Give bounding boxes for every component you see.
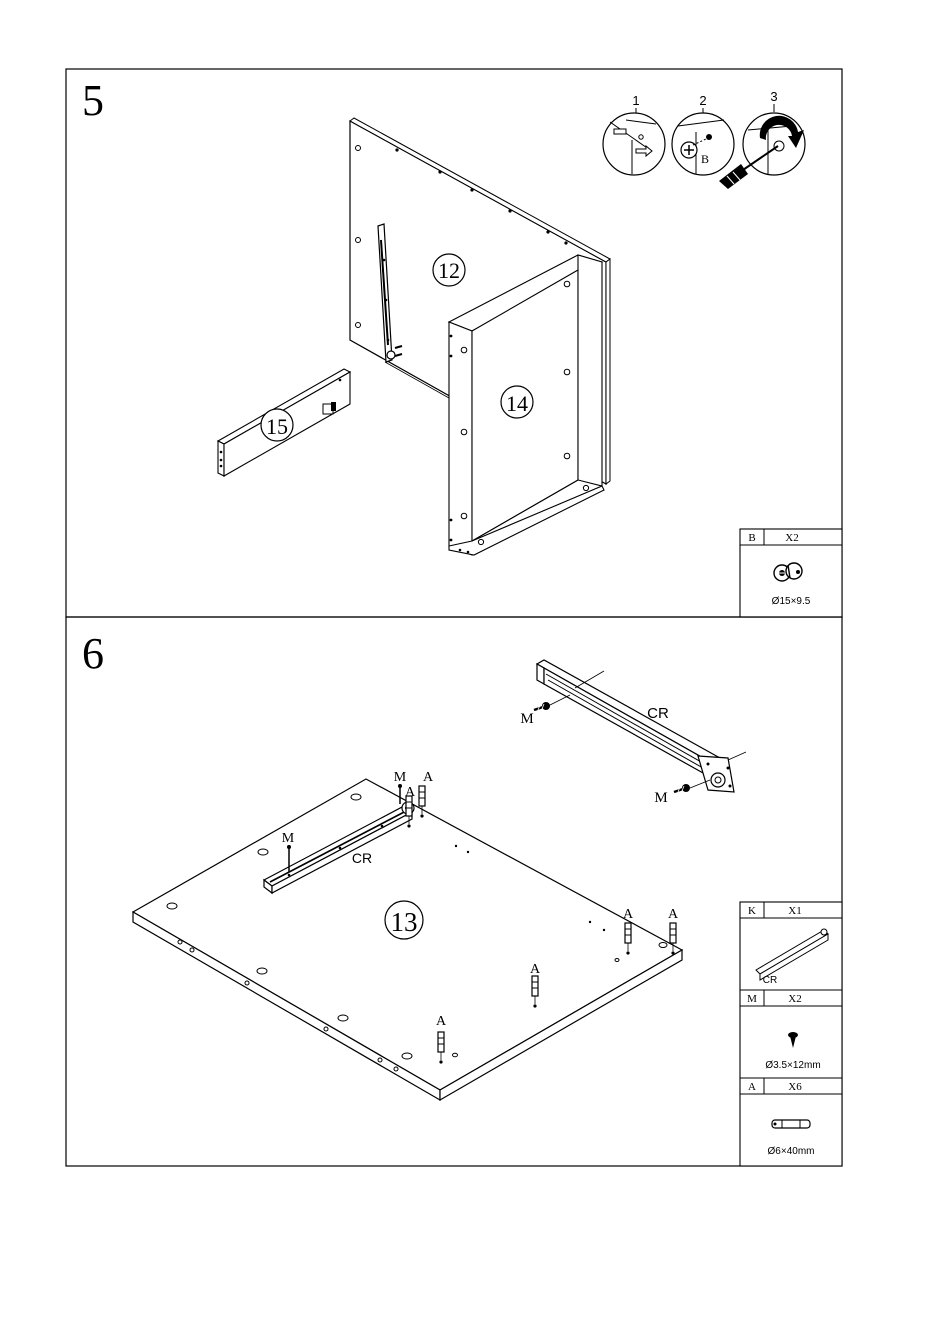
step5-panel: 5 12 [66, 69, 842, 617]
hardware-k-code: K [748, 905, 756, 917]
camlock-insert-icon [603, 113, 665, 175]
hardware-a-qty: X6 [788, 1081, 802, 1093]
sequence-step-3: 3 [770, 89, 777, 104]
screw-label-detail-left: M [520, 711, 533, 727]
screw-label-rail-left: M [282, 831, 295, 846]
dowel-label-rail-2: A [423, 770, 434, 785]
rail-label-detail: CR [647, 705, 669, 722]
screw-icon-detail-right [674, 784, 690, 792]
hardware-box-b: B X2 Ø15×9.5 [740, 529, 842, 617]
dowel-label-board-3: A [623, 907, 634, 922]
sequence-step-2: 2 [699, 93, 706, 108]
rail-label-board: CR [352, 850, 372, 866]
hardware-m-code: M [747, 993, 757, 1005]
camlock-cam-icon: B [672, 113, 734, 175]
step5-number: 5 [82, 76, 104, 125]
part-label-12: 12 [438, 258, 460, 283]
board-13 [133, 779, 682, 1100]
hardware-a-size: Ø6×40mm [768, 1146, 815, 1157]
part-label-15: 15 [266, 414, 288, 439]
hardware-b-size: Ø15×9.5 [772, 596, 811, 607]
hardware-m-qty: X2 [788, 993, 801, 1005]
camlock-sequence: 1 2 3 [603, 89, 805, 189]
cam-lock-fitting-icon [774, 563, 802, 581]
dowel-label-board-4: A [668, 907, 679, 922]
hardware-k-size: CR [763, 975, 777, 986]
hardware-a-code: A [748, 1081, 756, 1093]
dowel-label-board-2: A [530, 962, 541, 977]
hardware-m-size: Ø3.5×12mm [765, 1060, 820, 1071]
part-label-13: 13 [391, 907, 418, 937]
hardware-b-qty: X2 [785, 532, 798, 544]
screw-icon-detail-left [534, 702, 550, 710]
wooden-dowel-icon [772, 1120, 810, 1128]
dowel-label-board-1: A [436, 1014, 447, 1029]
hardware-legend: K X1 CR M X2 Ø3.5×12mm A X6 [740, 902, 842, 1166]
step6-panel: 6 13 [66, 617, 842, 1166]
hardware-b-code: B [748, 532, 755, 544]
sequence-letter-b: B [701, 152, 709, 166]
hardware-k-qty: X1 [788, 905, 801, 917]
rail-detail-cr [537, 660, 746, 792]
screw-label-rail-right: M [394, 770, 407, 785]
screw-label-detail-right: M [654, 790, 667, 806]
sequence-step-1: 1 [632, 93, 639, 108]
step6-number: 6 [82, 629, 104, 678]
dowel-label-rail-1: A [405, 785, 416, 800]
part-label-14: 14 [506, 391, 528, 416]
